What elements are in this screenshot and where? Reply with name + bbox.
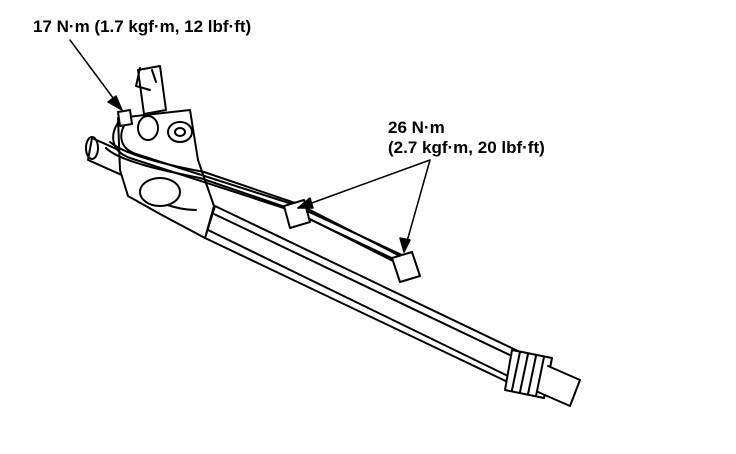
callout-arrows <box>69 39 431 253</box>
rack-housing <box>204 205 549 393</box>
torque-callout-2-line1: 26 N·m <box>388 118 445 137</box>
tie-rod-shaft <box>537 365 581 407</box>
gear-valve-body <box>117 109 215 239</box>
torque-callout-2: 26 N·m (2.7 kgf·m, 20 lbf·ft) <box>388 118 545 158</box>
torque-callout-1: 17 N·m (1.7 kgf·m, 12 lbf·ft) <box>33 17 252 36</box>
input-shaft <box>135 65 167 115</box>
end-boot <box>504 349 553 399</box>
line-fittings <box>117 109 421 283</box>
torque-callout-2-line2: (2.7 kgf·m, 20 lbf·ft) <box>388 138 545 157</box>
